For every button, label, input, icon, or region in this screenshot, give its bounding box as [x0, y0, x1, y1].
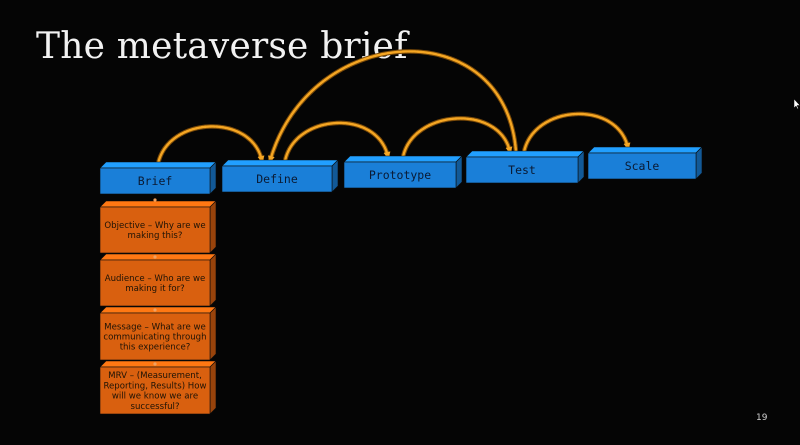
brief-card-line: Reporting, Results) How — [103, 381, 206, 391]
flow-arrow-shadow — [282, 120, 391, 164]
stage-label-define: Define — [256, 172, 298, 186]
flow-arrow-shadow — [155, 124, 265, 167]
brief-card-line: MRV – (Measurement, — [108, 371, 202, 381]
stage-label-test: Test — [508, 163, 536, 177]
brief-card-line: will we know we are — [112, 392, 198, 402]
arrow-cursor-icon — [794, 99, 800, 109]
slide-title: The metaverse brief — [36, 26, 408, 67]
stage-prototype: Prototype — [343, 155, 463, 189]
flow-arrow-prototype-to-test — [401, 117, 513, 159]
card-connector — [153, 255, 157, 259]
stage-brief: Brief — [99, 161, 217, 195]
flow-arrow-define-to-prototype — [283, 121, 391, 163]
stage-row: Brief Define Prototype Test Scale — [99, 146, 703, 195]
flow-arrow-brief-to-define — [156, 125, 265, 166]
card-connector — [153, 198, 157, 202]
brief-card-line: Audience – Who are we — [105, 274, 206, 284]
stage-define: Define — [221, 159, 339, 193]
flow-arrow-shadow — [267, 49, 519, 164]
stage-test: Test — [465, 150, 585, 184]
brief-card-line: communicating through — [103, 333, 206, 343]
brief-card-line: making this? — [128, 231, 183, 241]
brief-card-line: this experience? — [120, 343, 191, 353]
brief-card-line: successful? — [130, 402, 179, 412]
brief-card: MRV – (Measurement,Reporting, Results) H… — [99, 360, 217, 415]
brief-card-line: making it for? — [125, 284, 185, 294]
flow-arrow-shadow — [521, 111, 631, 155]
flow-arrow-test-to-define — [268, 50, 518, 163]
stage-label-prototype: Prototype — [369, 168, 431, 182]
card-connector — [153, 362, 157, 366]
stage-scale: Scale — [587, 146, 703, 180]
page-number: 19 — [756, 413, 768, 423]
card-connector — [153, 308, 157, 312]
stage-label-scale: Scale — [625, 159, 660, 173]
flow-arrows — [155, 49, 631, 167]
brief-card-line: Objective – Why are we — [104, 221, 205, 231]
brief-card-line: Message – What are we — [104, 322, 206, 332]
flow-arrow-test-to-scale — [522, 112, 631, 154]
stage-label-brief: Brief — [138, 174, 173, 188]
